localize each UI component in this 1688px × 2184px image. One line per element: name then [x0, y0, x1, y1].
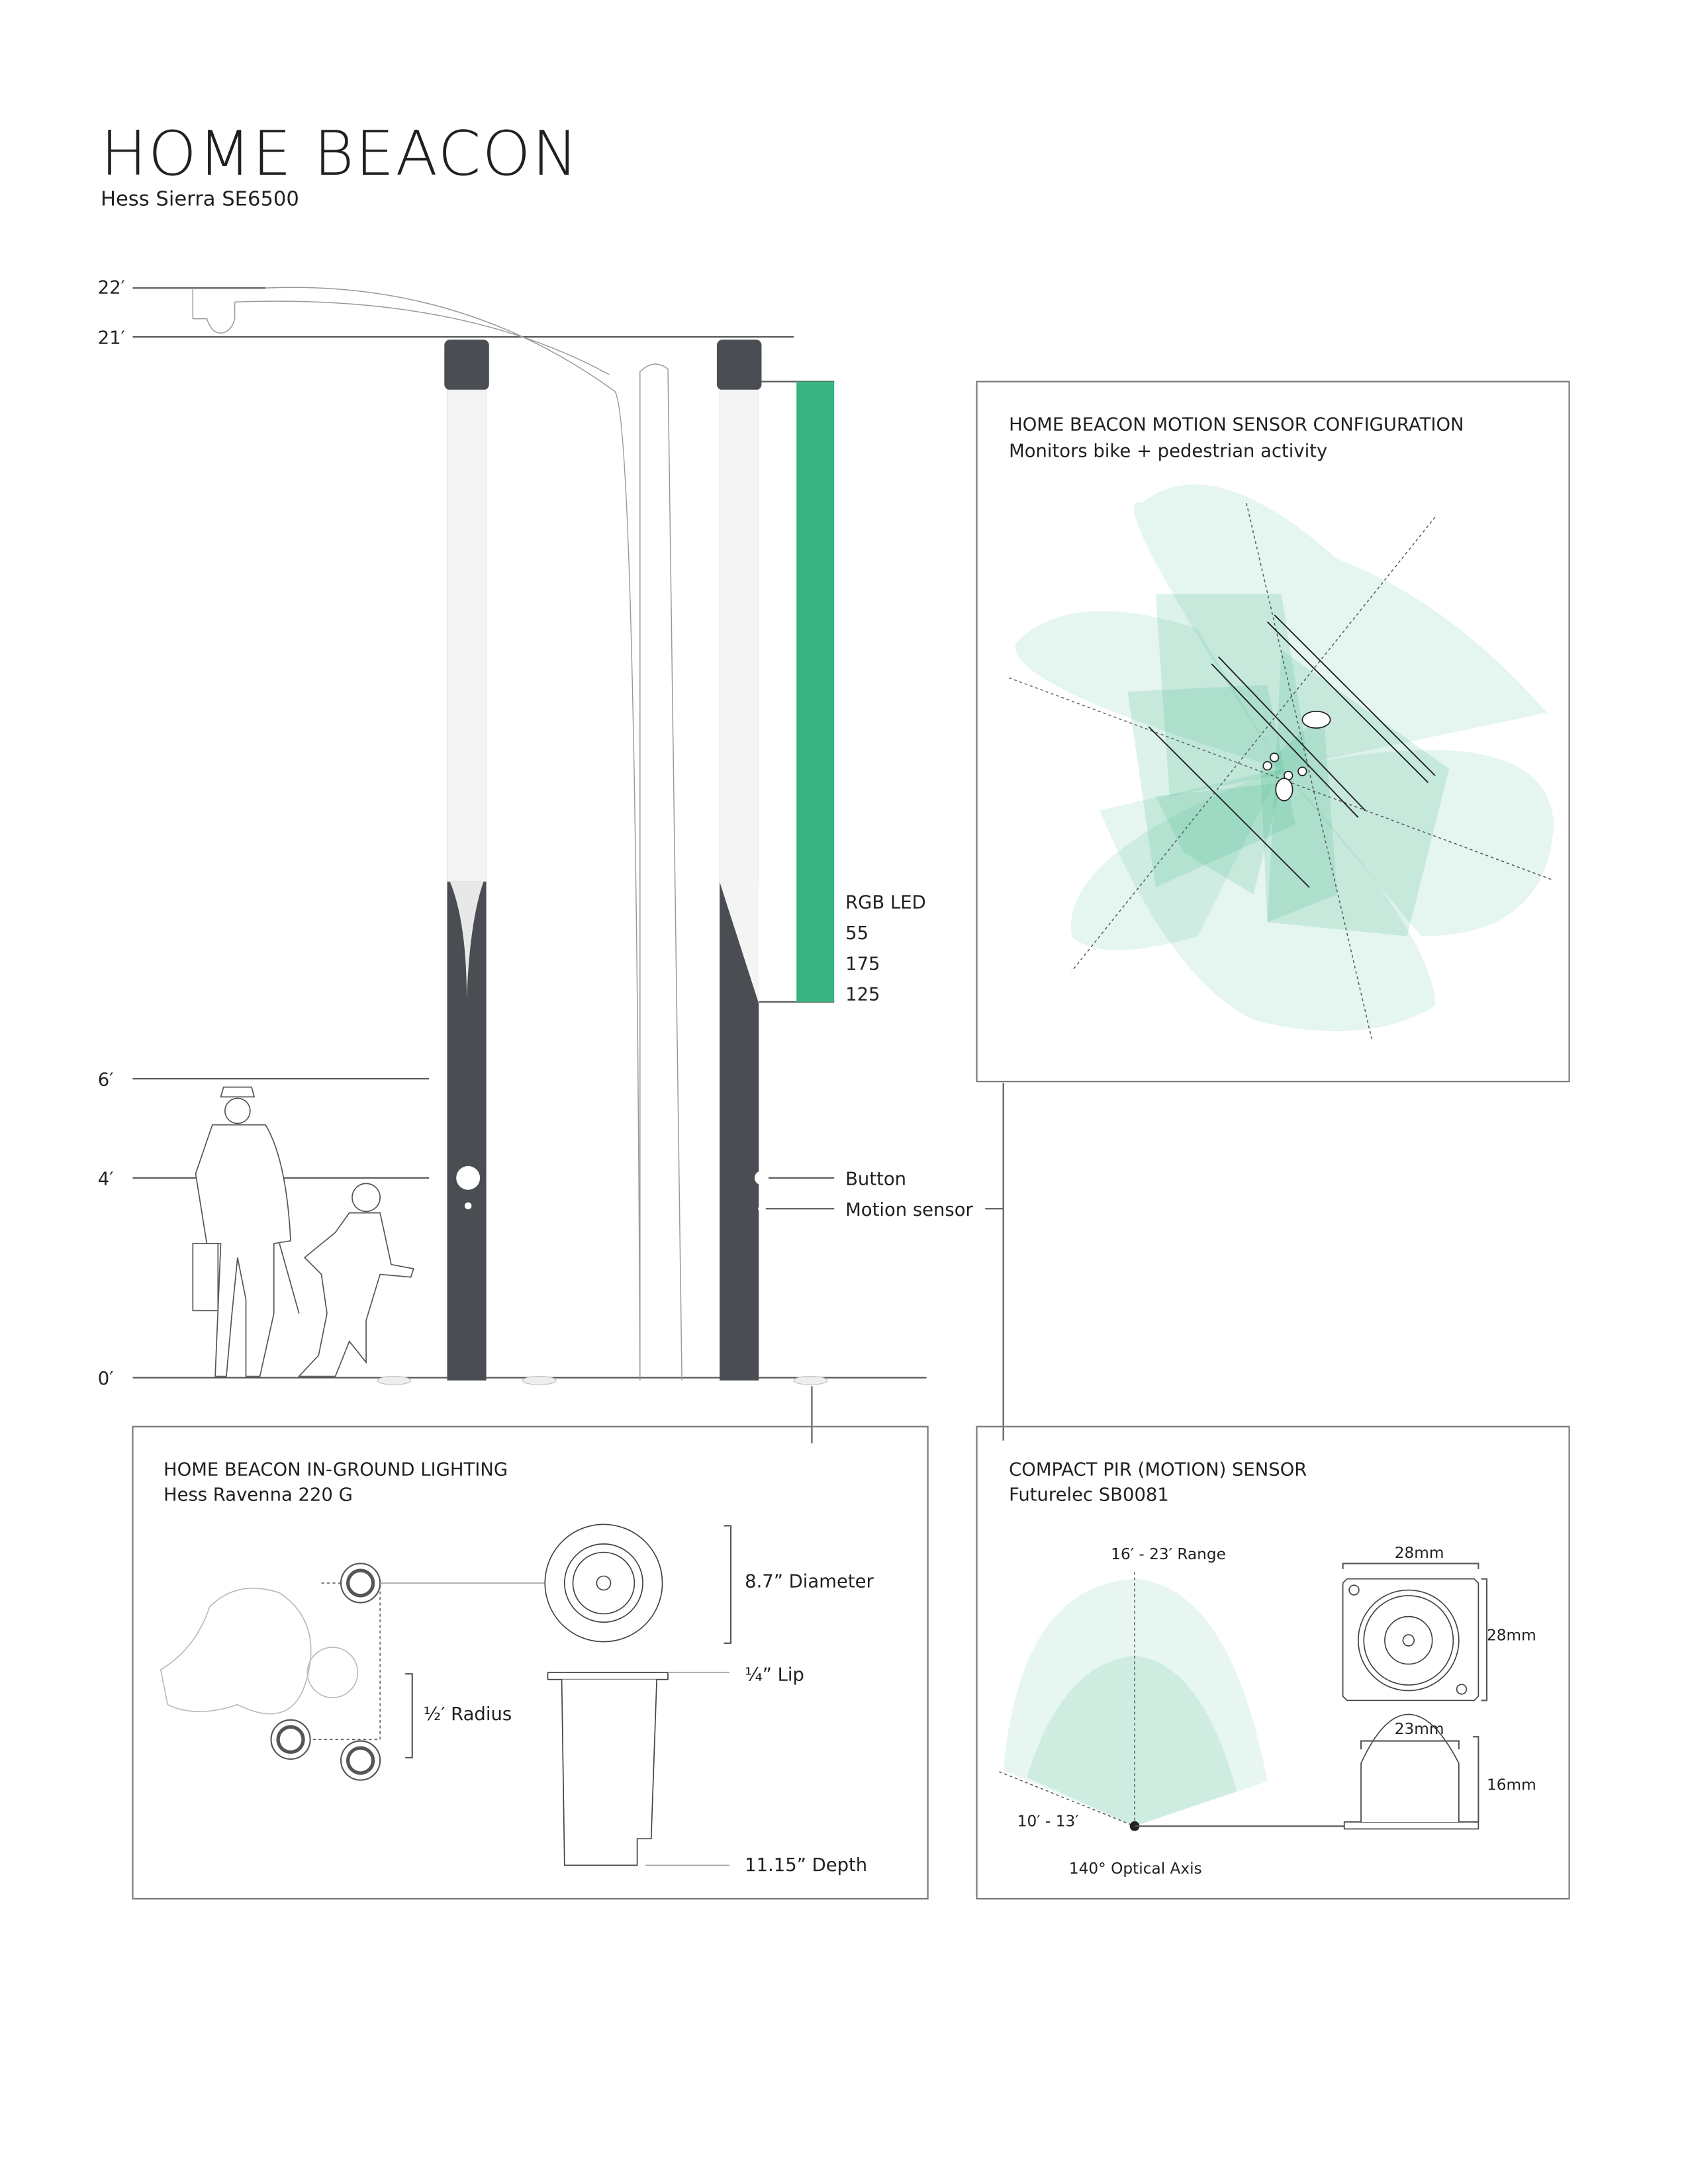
rgb-led-r: 55 — [845, 923, 868, 944]
in-ground-fixture-section — [547, 1672, 669, 1866]
beacon-pole-front — [444, 340, 489, 1381]
sensor-coverage-diagram — [1008, 484, 1554, 1042]
rgb-led-swatch: RGB LED 55 175 125 — [759, 381, 926, 1005]
in-ground-lights — [270, 1563, 381, 1781]
motion-config-title: HOME BEACON MOTION SENSOR CONFIGURATION — [1009, 414, 1464, 435]
rgb-led-b: 125 — [845, 985, 880, 1005]
diameter-label: 8.7” Diameter — [745, 1571, 874, 1592]
radius-label: ½′ Radius — [424, 1704, 512, 1725]
front-width-label: 28mm — [1395, 1544, 1444, 1562]
in-ground-lighting-panel: HOME BEACON IN-GROUND LIGHTING Hess Rave… — [132, 1426, 929, 1900]
side-height-label: 16mm — [1487, 1776, 1536, 1794]
motion-config-panel: HOME BEACON MOTION SENSOR CONFIGURATION … — [976, 381, 1570, 1083]
range-label: 16′ - 23′ Range — [1111, 1545, 1226, 1563]
page-title: HOME BEACON — [101, 118, 579, 189]
depth-label: 11.15” Depth — [745, 1855, 867, 1876]
button-icon[interactable] — [456, 1165, 481, 1190]
page-subtitle: Hess Sierra SE6500 — [101, 188, 299, 211]
height-0: 0′ — [98, 1369, 114, 1389]
in-ground-subtitle: Hess Ravenna 220 G — [164, 1484, 353, 1505]
pir-range-diagram — [999, 1572, 1344, 1831]
height-4: 4′ — [98, 1169, 114, 1189]
rgb-led-label: RGB LED — [845, 892, 926, 913]
in-ground-title: HOME BEACON IN-GROUND LIGHTING — [164, 1459, 508, 1480]
motion-config-subtitle: Monitors bike + pedestrian activity — [1009, 441, 1327, 462]
lip-label: ¼” Lip — [745, 1665, 804, 1686]
near-range-label: 10′ - 13′ — [1017, 1812, 1079, 1830]
height-22: 22′ — [98, 278, 125, 298]
pir-front-view — [1342, 1578, 1479, 1702]
in-ground-plan-sketch — [160, 1582, 381, 1741]
optical-axis-label: 140° Optical Axis — [1069, 1860, 1202, 1878]
rgb-led-g: 175 — [845, 954, 880, 974]
motion-sensor-icon — [464, 1202, 472, 1210]
street-light-outline — [192, 287, 828, 1385]
height-21: 21′ — [98, 328, 125, 349]
motion-sensor-label: Motion sensor — [845, 1200, 973, 1220]
button-label: Button — [845, 1169, 906, 1189]
side-width-label: 23mm — [1395, 1720, 1444, 1738]
height-6: 6′ — [98, 1070, 114, 1091]
in-ground-fixture-top — [544, 1524, 663, 1643]
pir-title: COMPACT PIR (MOTION) SENSOR — [1009, 1459, 1307, 1480]
pir-sensor-panel: COMPACT PIR (MOTION) SENSOR Futurelec SB… — [976, 1426, 1570, 1900]
beacon-pole-side — [716, 340, 769, 1381]
front-height-label: 28mm — [1487, 1627, 1536, 1645]
pir-subtitle: Futurelec SB0081 — [1009, 1484, 1169, 1505]
pedestrian-figures — [192, 1086, 414, 1377]
